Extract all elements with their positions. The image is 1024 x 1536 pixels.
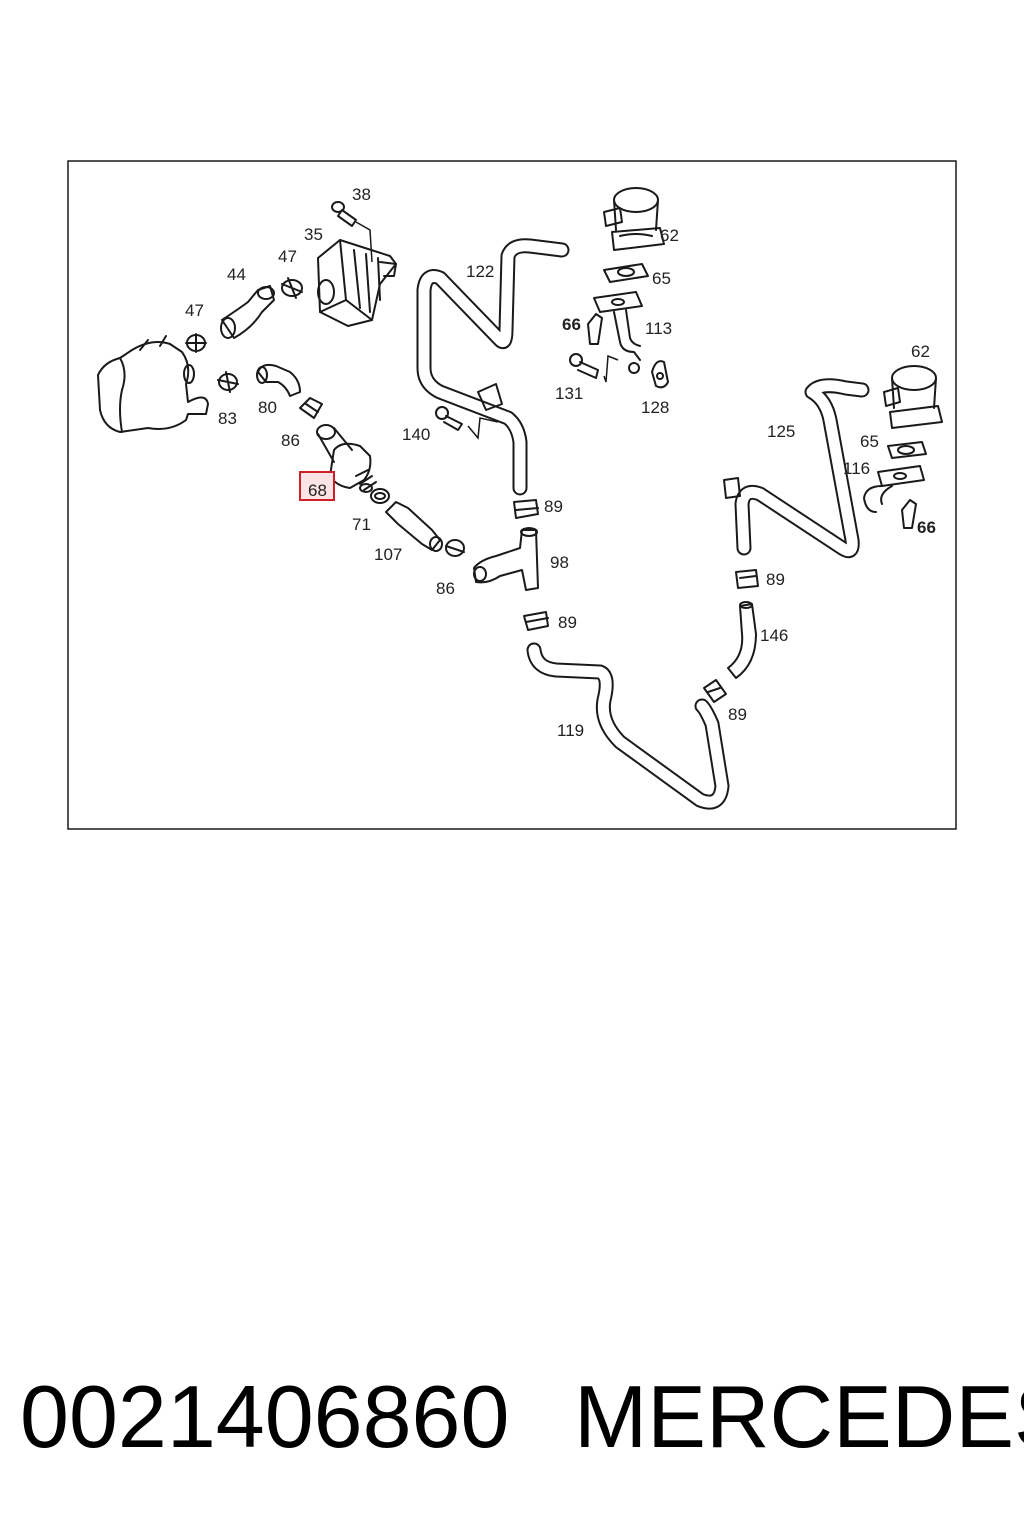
label-89-c: 89	[766, 570, 785, 589]
label-38: 38	[352, 185, 371, 204]
label-80: 80	[258, 398, 277, 417]
label-66-right: 66	[917, 518, 936, 537]
label-86-lower: 86	[436, 579, 455, 598]
hose-107-part	[385, 501, 443, 552]
clip-89-d-part	[703, 679, 727, 703]
label-119: 119	[557, 721, 584, 740]
clamp-86-lower-part	[445, 539, 465, 557]
pipe-116-part	[863, 465, 925, 513]
label-128: 128	[641, 398, 669, 417]
label-44: 44	[227, 265, 246, 284]
hose-146-part	[727, 601, 757, 679]
label-89-d: 89	[728, 705, 747, 724]
label-68: 68	[308, 481, 327, 500]
valve-68-part	[316, 424, 377, 493]
clip-89-a-part	[513, 499, 539, 519]
connector-98-part	[473, 527, 539, 591]
label-113: 113	[645, 319, 672, 338]
coupling-86-part	[299, 397, 323, 419]
brand-name: MERCEDES	[574, 1367, 1024, 1466]
gasket-128-part	[651, 360, 669, 389]
valve-62-right-part	[883, 365, 943, 429]
bolt-131-part	[569, 353, 599, 379]
label-131: 131	[555, 384, 583, 403]
clamp-83-part	[217, 371, 239, 393]
label-98: 98	[550, 553, 569, 572]
label-66-top: 66	[562, 315, 581, 334]
gasket-65-top-part	[603, 263, 649, 283]
seal-71-part	[370, 488, 390, 504]
label-146: 146	[760, 626, 788, 645]
clip-89-b-part	[523, 611, 549, 631]
label-47-left: 47	[185, 301, 204, 320]
label-86-upper: 86	[281, 431, 300, 450]
bolt-140-part	[435, 406, 463, 431]
parts-diagram: 38 35 47 44 47 80 83 86 68 71 107 86 122…	[67, 160, 957, 830]
label-140: 140	[402, 425, 430, 444]
valve-62-top-part	[603, 187, 665, 251]
label-89-b: 89	[558, 613, 577, 632]
air-pump-35-part	[317, 239, 397, 327]
pipe-125-part	[723, 378, 870, 559]
clip-89-c-part	[735, 569, 759, 589]
pipe-122-part	[416, 238, 570, 496]
pipe-113-part	[593, 291, 643, 374]
label-116: 116	[843, 459, 870, 478]
highlight-box-68	[299, 471, 335, 501]
label-122: 122	[466, 262, 494, 281]
label-71: 71	[352, 515, 371, 534]
label-65-right: 65	[860, 432, 879, 451]
label-83: 83	[218, 409, 237, 428]
clamp-47-left-part	[185, 333, 207, 353]
pipe-119-part	[526, 642, 730, 810]
label-62-right: 62	[911, 342, 930, 361]
label-65-top: 65	[652, 269, 671, 288]
label-62-top: 62	[660, 226, 679, 245]
label-47-upper: 47	[278, 247, 297, 266]
gasket-65-right-part	[887, 441, 927, 459]
label-125: 125	[767, 422, 795, 441]
hose-44-part	[220, 285, 275, 339]
clamp-47-upper-part	[281, 277, 303, 299]
bolt-38-part	[331, 201, 357, 227]
part-number: 0021406860	[20, 1367, 510, 1466]
engine-block-part	[97, 335, 209, 433]
hose-80-part	[256, 363, 301, 397]
label-89-a: 89	[544, 497, 563, 516]
bolt-66-right-part	[901, 499, 917, 529]
label-107: 107	[374, 545, 402, 564]
label-35: 35	[304, 225, 323, 244]
bolt-66-top-part	[587, 313, 603, 345]
